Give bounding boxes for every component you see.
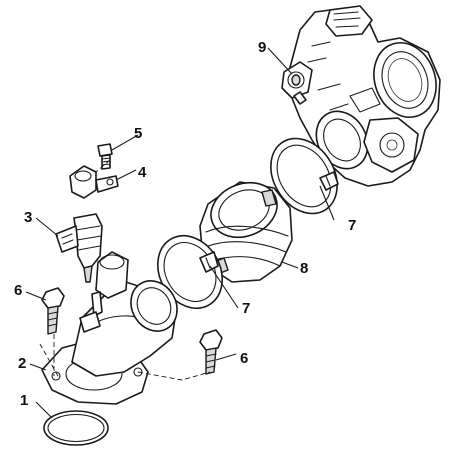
callout-8: 8 bbox=[300, 260, 308, 277]
throttle-body-part bbox=[281, 5, 441, 187]
callout-5: 5 bbox=[134, 125, 142, 142]
callout-3: 3 bbox=[24, 209, 32, 226]
rubber-intake-boot-part bbox=[199, 181, 293, 283]
assembly-guide-lines bbox=[39, 159, 211, 381]
left-bolt-part bbox=[41, 287, 65, 335]
callout-4: 4 bbox=[138, 164, 147, 181]
callout-6-right: 6 bbox=[240, 350, 248, 367]
right-bolt-part bbox=[199, 329, 223, 375]
callout-9: 9 bbox=[258, 39, 266, 56]
callout-7-lower: 7 bbox=[242, 300, 250, 317]
o-ring-part bbox=[43, 410, 109, 446]
upper-hose-clamp-part bbox=[270, 137, 339, 215]
small-bolt-part bbox=[97, 143, 113, 170]
callout-2: 2 bbox=[18, 355, 26, 372]
callout-labels: 1 2 3 4 5 6 6 7 7 8 9 bbox=[14, 39, 356, 409]
callout-6-left: 6 bbox=[14, 282, 22, 299]
leader-lines bbox=[25, 47, 335, 419]
callout-1: 1 bbox=[20, 392, 28, 409]
intake-manifold-part bbox=[41, 251, 178, 405]
injector-clip-part bbox=[69, 165, 119, 199]
callout-7-upper: 7 bbox=[348, 217, 356, 234]
fuel-injector-part bbox=[55, 213, 103, 283]
